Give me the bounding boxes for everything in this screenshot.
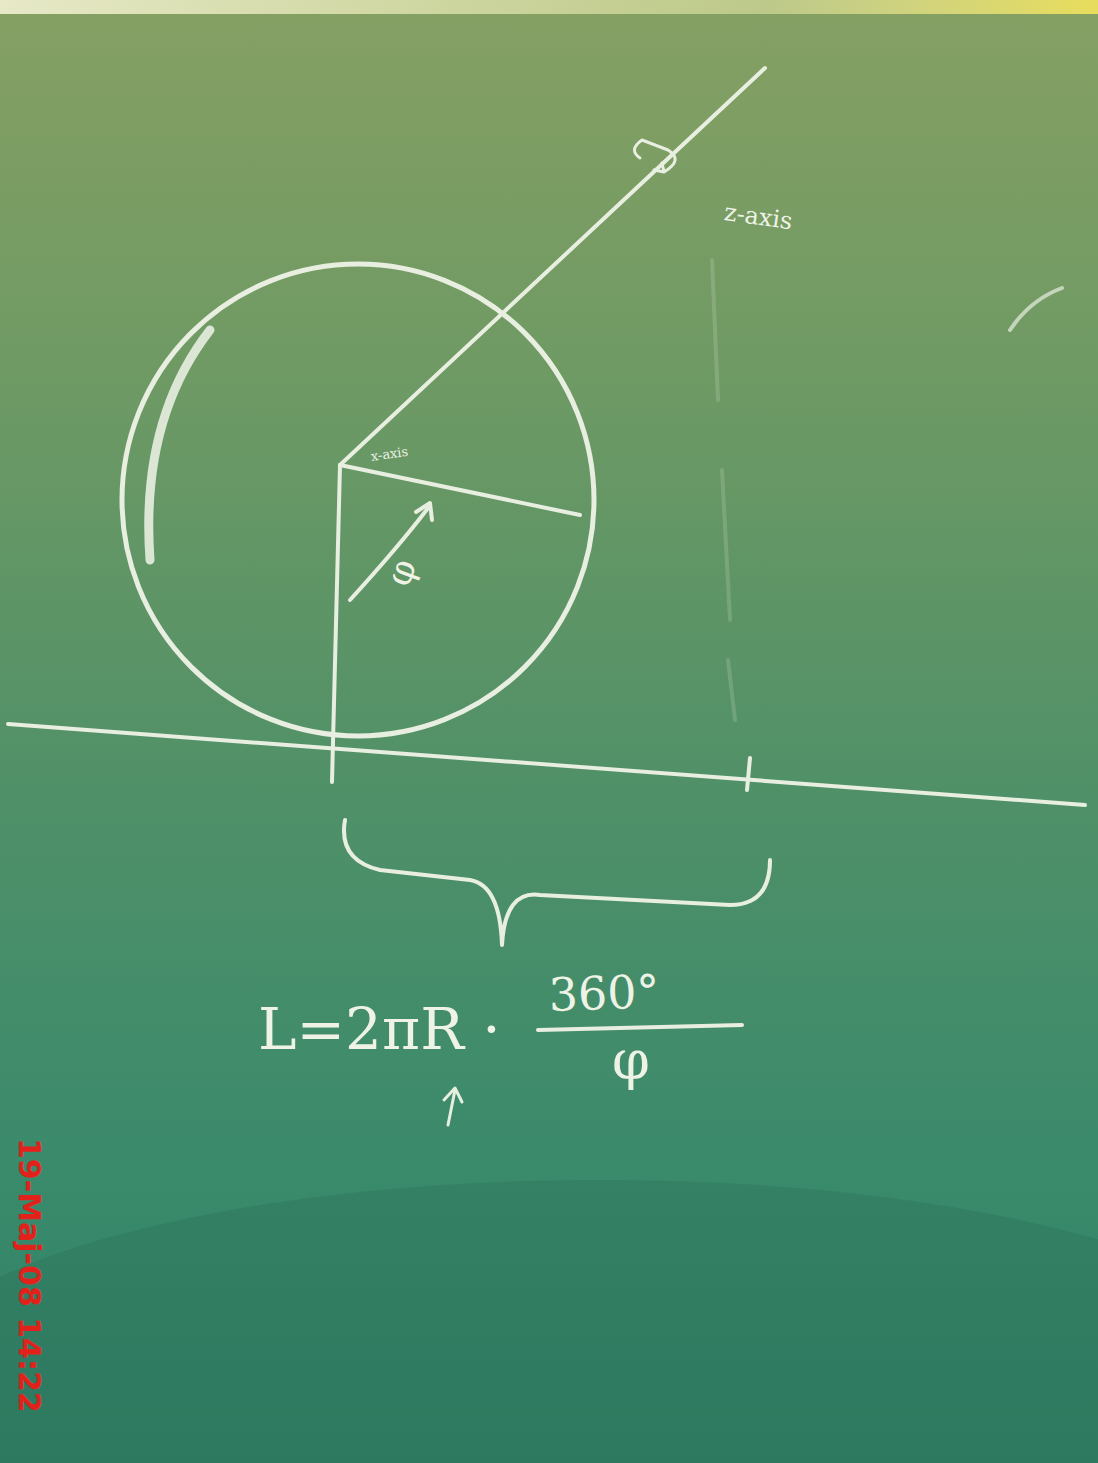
z-axis-line — [340, 68, 765, 465]
radius-line — [340, 465, 580, 515]
angle-label: φ — [380, 554, 422, 590]
axis-label: z-axis — [723, 200, 794, 233]
timestamp: 19-Maj-08 14:22 — [14, 1138, 44, 1413]
pointer-arrowhead — [444, 1088, 462, 1102]
vertical-radius — [332, 465, 340, 782]
chalk-mark — [1010, 288, 1062, 330]
erased-chalk — [712, 260, 735, 720]
angle-arrowhead — [416, 503, 432, 520]
formula: L=2πR · — [258, 1000, 501, 1058]
tick-mark — [747, 758, 750, 790]
angle-arc — [350, 508, 428, 600]
numerator: 360° — [548, 968, 660, 1018]
circle — [122, 264, 594, 736]
light-strip — [0, 0, 1098, 14]
shadow — [0, 1180, 1098, 1463]
fraction-bar — [538, 1025, 742, 1030]
rotation-arrow — [634, 140, 675, 172]
axis-label: x-axis — [370, 445, 409, 463]
denominator: φ — [612, 1034, 650, 1088]
circle-thick-edge — [149, 330, 210, 560]
brace — [344, 820, 770, 945]
ground-line — [8, 724, 1085, 805]
